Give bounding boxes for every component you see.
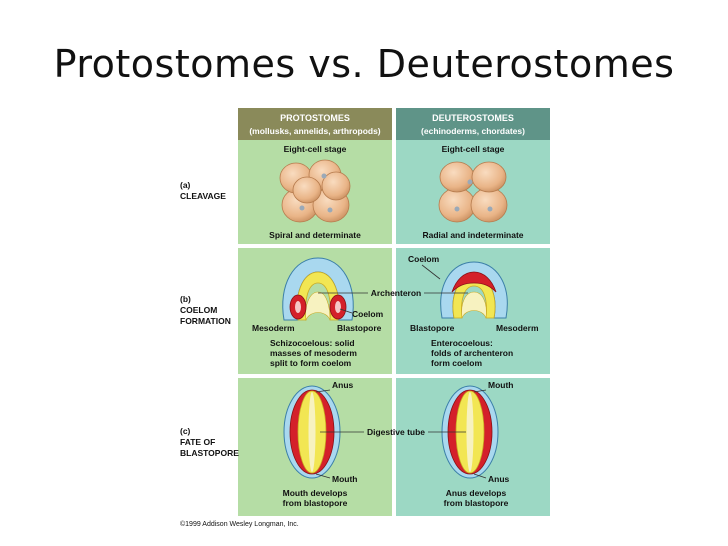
proto-coelom-embryo (282, 257, 354, 322)
deut-coelom-desc-2: folds of archenteron (431, 348, 513, 358)
mouth-bottom-label: Mouth (332, 474, 358, 484)
protostomes-examples: (mollusks, annelids, arthropods) (249, 126, 380, 136)
proto-coelom-desc-3: split to form coelom (270, 358, 352, 368)
deut-eight-cell-embryo (438, 161, 508, 223)
deut-blastopore-embryo (441, 385, 499, 479)
proto-blastopore-desc-2: from blastopore (283, 498, 348, 508)
proto-coelom-desc-2: masses of mesoderm (270, 348, 357, 358)
protostomes-header (238, 108, 392, 140)
proto-blastopore-desc-1: Mouth develops (283, 488, 348, 498)
deut-blastopore-desc-2: from blastopore (444, 498, 509, 508)
deuterostomes-examples: (echinoderms, chordates) (421, 126, 525, 136)
anus-top-label: Anus (332, 380, 354, 390)
deut-blastopore-desc-1: Anus develops (446, 488, 507, 498)
mesoderm-left-label: Mesoderm (252, 323, 295, 333)
deut-coelom-desc-1: Enterocoelous: (431, 338, 493, 348)
proto-eight-cell-label: Eight-cell stage (284, 144, 347, 154)
mouth-top-label: Mouth (488, 380, 514, 390)
coelom-top-label: Coelom (408, 254, 440, 264)
row-c-label-2: BLASTOPORE (180, 448, 239, 458)
archenteron-label: Archenteron (371, 288, 422, 298)
deut-coelom-embryo (440, 261, 508, 320)
deut-cleavage-panel (396, 140, 550, 244)
blastopore-left-label: Blastopore (337, 323, 382, 333)
slide-title: Protostomes vs. Deuterostomes (53, 42, 675, 86)
protostomes-title: PROTOSTOMES (280, 113, 350, 123)
deuterostomes-header (396, 108, 550, 140)
coelom-right-label: Coelom (352, 309, 384, 319)
proto-cleavage-type: Spiral and determinate (269, 230, 361, 240)
row-c-label-1: FATE OF (180, 437, 215, 447)
blastopore-right-label: Blastopore (410, 323, 455, 333)
deuterostomes-title: DEUTEROSTOMES (432, 113, 514, 123)
digestive-tube-label: Digestive tube (367, 427, 425, 437)
proto-coelom-desc-1: Schizocoelous: solid (270, 338, 355, 348)
anus-bottom-label: Anus (488, 474, 510, 484)
row-b-label-2: FORMATION (180, 316, 231, 326)
mesoderm-right-label: Mesoderm (496, 323, 539, 333)
row-a-letter: (a) (180, 180, 191, 190)
deut-eight-cell-label: Eight-cell stage (442, 144, 505, 154)
row-c-letter: (c) (180, 426, 191, 436)
proto-blastopore-embryo (283, 385, 341, 479)
row-b-label-1: COELOM (180, 305, 217, 315)
deut-coelom-desc-3: form coelom (431, 358, 482, 368)
row-b-letter: (b) (180, 294, 191, 304)
copyright-notice: ©1999 Addison Wesley Longman, Inc. (180, 520, 299, 528)
row-a-label: CLEAVAGE (180, 191, 226, 201)
proto-eight-cell-embryo (279, 159, 351, 223)
deut-cleavage-type: Radial and indeterminate (422, 230, 523, 240)
